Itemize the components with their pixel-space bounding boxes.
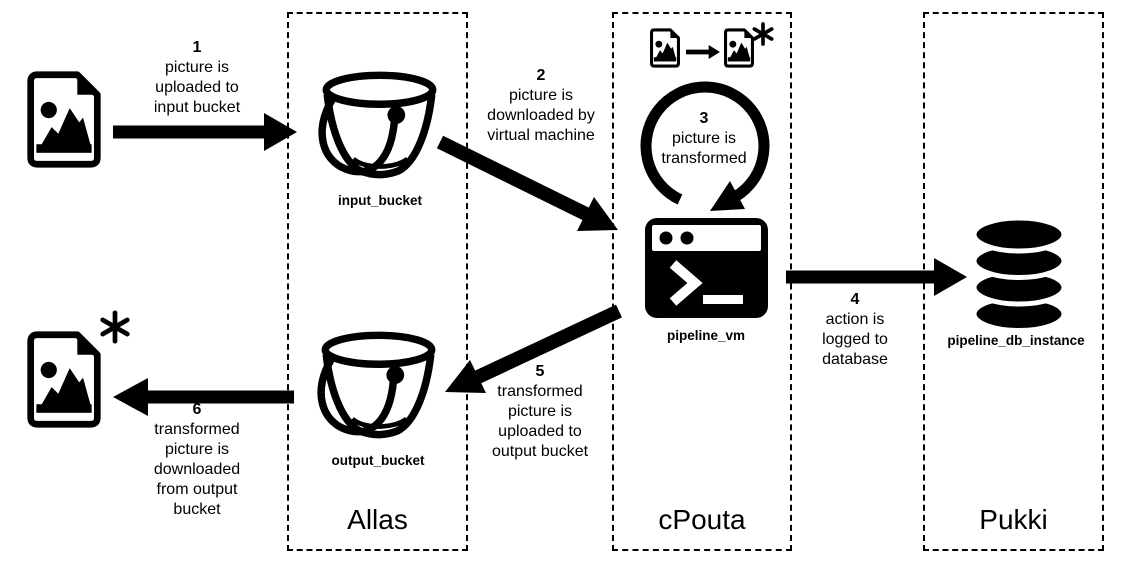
output-bucket-label: output_bucket [331,453,425,468]
step-1-annotation: 1 picture is uploaded to input bucket [153,39,241,116]
transform-loop-arrow-icon [640,81,770,211]
step-5-number: 5 [535,363,545,380]
step-1-number: 1 [192,39,202,56]
pipeline-db-label: pipeline_db_instance [947,333,1085,348]
output-bucket-icon [317,331,436,439]
step-3-number: 3 [699,110,709,127]
transformed-asterisk-icon [100,310,130,344]
arrow-1-upload-icon [113,113,297,151]
step-4-annotation: 4 action is logged to database [822,291,888,368]
input-bucket-icon [318,71,437,179]
pipeline-vm-label: pipeline_vm [666,328,746,343]
step-3-annotation: 3 picture is transformed [661,110,747,167]
pipeline-db-icon [971,216,1067,332]
output-picture-file-icon [27,331,101,428]
zone-pukki-label: Pukki [979,504,1048,535]
step-2-number: 2 [536,67,546,84]
step-5-annotation: 5 transformed picture is uploaded to out… [491,363,589,460]
zone-pukki: Pukki [923,12,1104,551]
step-2-annotation: 2 picture is downloaded by virtual machi… [487,67,595,144]
small-asterisk-icon [752,22,774,46]
step-6-annotation: 6 transformed picture is downloaded from… [153,401,241,518]
small-transformed-picture-file-icon [724,28,754,68]
step-6-number: 6 [192,401,202,418]
zone-cpouta-label: cPouta [658,504,746,535]
input-bucket-label: input_bucket [337,193,423,208]
step-4-number: 4 [850,291,860,308]
input-picture-file-icon [27,71,101,168]
zone-cpouta: cPouta [612,12,792,551]
pipeline-vm-terminal-icon [645,218,768,318]
transform-arrow-icon [686,44,720,60]
zone-allas: Allas [287,12,468,551]
zone-allas-label: Allas [347,504,408,535]
small-picture-file-icon [650,28,680,68]
